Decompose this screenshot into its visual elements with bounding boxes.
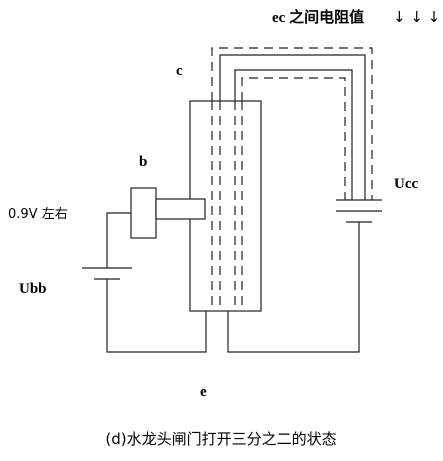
dashed-inner-path	[241, 77, 346, 200]
base-block	[130, 187, 157, 239]
ucc-return-wire	[227, 222, 360, 353]
emitter-e-label: e	[200, 384, 207, 400]
figure-caption: (d)水龙头闸门打开三分之二的状态	[105, 430, 336, 448]
dashed-outer-path	[211, 47, 373, 200]
ubb-label: Ubb	[19, 281, 47, 297]
ucc-label: Ucc	[394, 176, 418, 192]
top-note-arrows: ↓ ↓ ↓	[393, 8, 440, 26]
base-connector-bar	[155, 198, 206, 220]
base-wire	[106, 212, 131, 268]
collector-c-label: c	[176, 63, 183, 79]
top-note-ec-label: ec 之间电阻值	[272, 8, 364, 26]
collector-wire-outer	[219, 54, 366, 200]
ubb-return-wire	[106, 279, 207, 353]
voltage-label: 0.9V 左右	[8, 207, 68, 222]
collector-wire-inner	[234, 69, 353, 200]
base-b-label: b	[139, 154, 147, 170]
